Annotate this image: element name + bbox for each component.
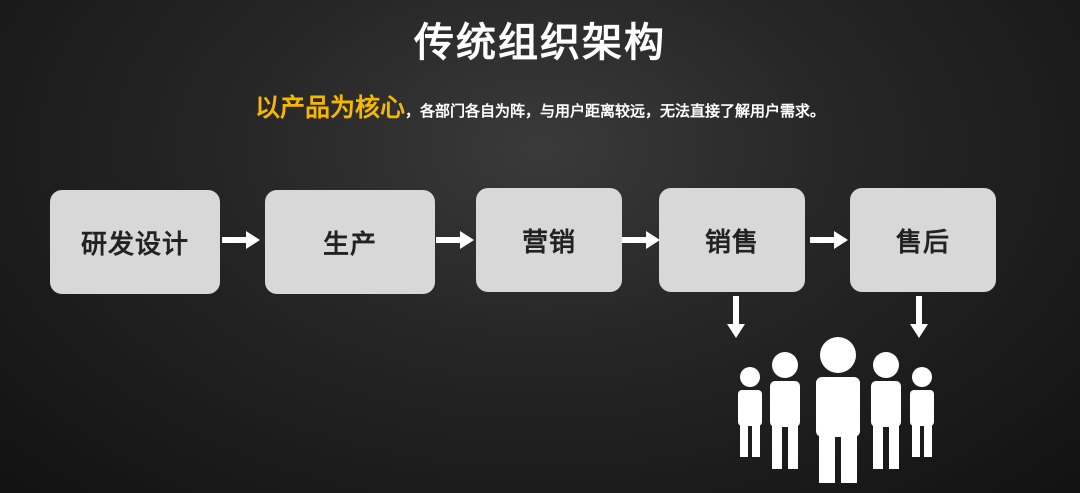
subtitle-highlight: 以产品为核心 [254,93,405,122]
step-rd-design: 研发设计 [50,190,220,294]
step-after-sales: 售后 [850,188,996,292]
subtitle: 以产品为核心，各部门各自为阵，与用户距离较远，无法直接了解用户需求。 [0,88,1080,124]
right-arrow-icon [436,231,474,249]
step-sales: 销售 [659,188,805,292]
right-arrow-icon [222,231,260,249]
page-title: 传统组织架构 [414,20,666,66]
right-arrow-icon [810,231,848,249]
right-arrow-icon [622,231,660,249]
users-group-icon [738,337,934,483]
down-arrow-icon [910,296,928,338]
down-arrow-icon [727,296,745,338]
step-production: 生产 [265,190,435,294]
step-marketing: 营销 [476,188,622,292]
subtitle-rest: ，各部门各自为阵，与用户距离较远，无法直接了解用户需求。 [405,102,826,120]
